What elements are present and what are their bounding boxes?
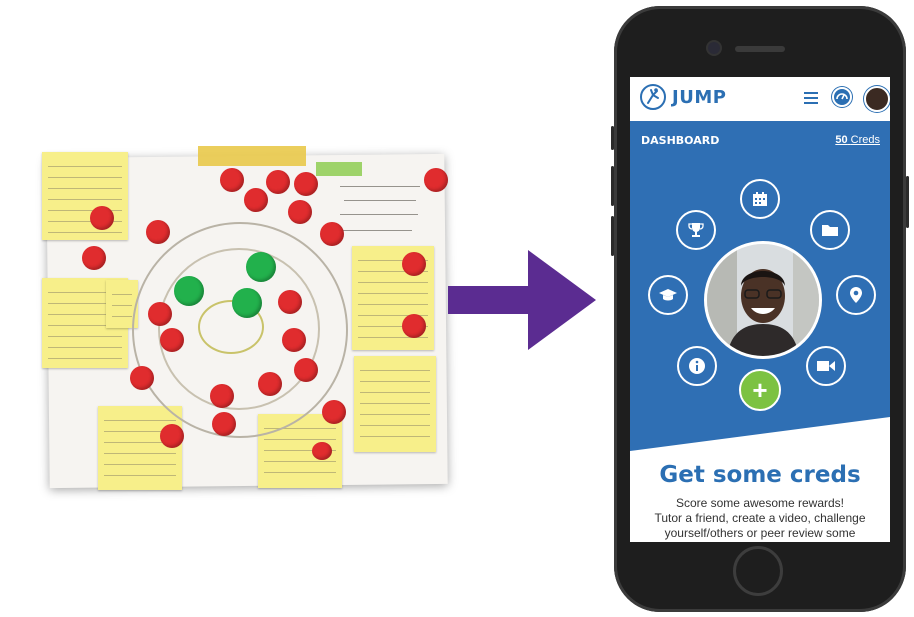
app-header: JUMP	[630, 77, 890, 121]
vote-dot-red	[90, 206, 114, 230]
calendar-icon[interactable]	[740, 179, 780, 219]
smiley-face-sketch	[198, 300, 264, 354]
user-avatar[interactable]	[864, 86, 890, 112]
app-screen: JUMP DASHBOARD 50 Creds	[630, 77, 890, 542]
vote-dot-red	[320, 222, 344, 246]
vote-dot-red	[282, 328, 306, 352]
app-logo-text[interactable]: JUMP	[672, 87, 727, 108]
vote-dot-red	[148, 302, 172, 326]
trophy-icon[interactable]	[676, 210, 716, 250]
creds-link[interactable]: 50 Creds	[835, 134, 880, 146]
promo-headline: Get some creds	[659, 462, 861, 488]
vote-dot-red	[294, 172, 318, 196]
jump-logo-icon[interactable]	[640, 84, 666, 110]
green-label-note	[316, 162, 362, 176]
menu-icon[interactable]	[804, 92, 818, 104]
masking-tape	[198, 146, 306, 166]
transition-arrow	[448, 250, 596, 350]
vote-dot-red	[278, 290, 302, 314]
vote-dot-red	[82, 246, 106, 270]
creds-label: Creds	[850, 134, 880, 146]
vote-dot-green	[246, 252, 276, 282]
vote-dot-red	[212, 412, 236, 436]
vote-dot-green	[174, 276, 204, 306]
vote-dot-red	[210, 384, 234, 408]
info-icon[interactable]	[677, 346, 717, 386]
sketch-outer-ring	[132, 222, 348, 438]
vote-dot-red	[312, 442, 332, 460]
folder-icon[interactable]	[810, 210, 850, 250]
sticky-note	[354, 356, 436, 452]
promo-body-line: yourself/others or peer review some	[664, 526, 856, 540]
sketch-inner-ring	[158, 248, 320, 410]
add-button[interactable]: +	[739, 369, 781, 411]
dashboard-title: DASHBOARD	[641, 134, 720, 147]
gauge-icon[interactable]	[832, 87, 852, 107]
vote-dot-red	[402, 252, 426, 276]
vote-dot-red	[288, 200, 312, 224]
earpiece-speaker	[735, 46, 785, 52]
home-button[interactable]	[733, 546, 783, 596]
vote-dot-red	[130, 366, 154, 390]
location-pin-icon[interactable]	[836, 275, 876, 315]
vote-dot-red	[402, 314, 426, 338]
front-camera	[708, 42, 720, 54]
vote-dot-red	[160, 328, 184, 352]
vote-dot-red	[146, 220, 170, 244]
graduation-cap-icon[interactable]	[648, 275, 688, 315]
vote-dot-green	[232, 288, 262, 318]
vote-dot-red	[424, 168, 448, 192]
vote-dot-red	[266, 170, 290, 194]
video-camera-icon[interactable]	[806, 346, 846, 386]
vote-dot-red	[220, 168, 244, 192]
vote-dot-red	[322, 400, 346, 424]
promo-body: Score some awesome rewards! Tutor a frie…	[636, 496, 884, 541]
vote-dot-red	[294, 358, 318, 382]
phone-mockup: JUMP DASHBOARD 50 Creds	[611, 6, 909, 612]
paper-prototype-sketch	[40, 146, 448, 490]
vote-dot-red	[258, 372, 282, 396]
profile-photo[interactable]	[704, 241, 822, 359]
sticky-note	[98, 406, 182, 490]
creds-count: 50	[835, 134, 848, 146]
sticky-note	[42, 152, 128, 240]
vote-dot-red	[160, 424, 184, 448]
vote-dot-red	[244, 188, 268, 212]
promo-body-line: Score some awesome rewards!	[675, 496, 845, 510]
promo-body-line: Tutor a friend, create a video, challeng…	[654, 511, 866, 525]
